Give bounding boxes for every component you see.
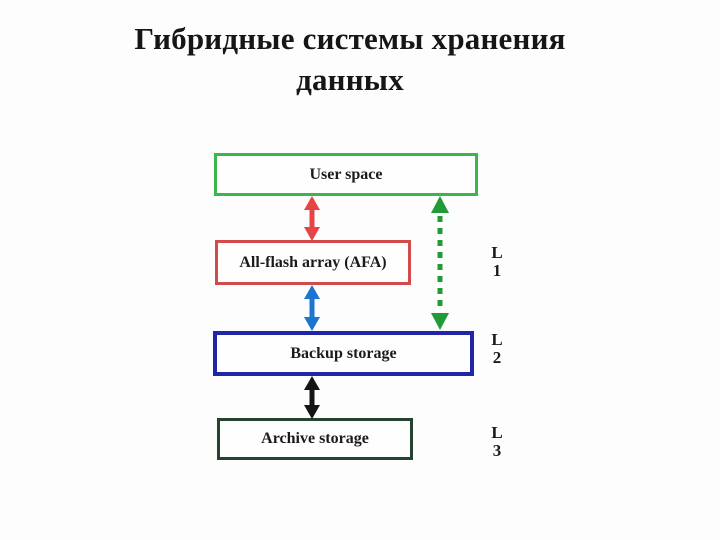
slide-title-line1: Гибридные системы хранения	[134, 21, 566, 56]
arrowhead-up	[304, 196, 320, 210]
arrowhead-down	[304, 405, 320, 419]
box-archive-storage-label: Archive storage	[261, 430, 369, 447]
arrow-user-space-backup-storage	[431, 196, 449, 330]
arrowhead-up	[304, 285, 320, 299]
level-label-l1: L 1	[480, 244, 514, 280]
arrow-user-space-afa	[304, 196, 320, 241]
arrow-backup-archive-storage	[304, 376, 320, 419]
arrowhead-up	[431, 196, 449, 213]
slide-title: Гибридные системы хранения данных	[0, 18, 700, 100]
level-l1-number: 1	[492, 261, 502, 280]
level-label-l3: L 3	[480, 424, 514, 460]
box-backup-storage-label: Backup storage	[290, 344, 397, 362]
arrow-afa-backup-storage	[304, 285, 320, 331]
level-l2-number: 2	[492, 348, 502, 367]
box-user-space-label: User space	[309, 165, 383, 183]
box-all-flash-array: All-flash array (AFA)	[215, 240, 411, 285]
arrowhead-down	[304, 227, 320, 241]
level-label-l2: L 2	[480, 331, 514, 367]
level-l2-letter: L	[491, 330, 503, 349]
level-l1-letter: L	[491, 243, 503, 262]
level-l3-number: 3	[492, 441, 502, 460]
arrowhead-down	[304, 317, 320, 331]
arrowhead-down	[431, 313, 449, 330]
arrowhead-up	[304, 376, 320, 390]
box-backup-storage: Backup storage	[213, 331, 474, 376]
box-user-space: User space	[214, 153, 478, 196]
slide-title-line2: данных	[296, 62, 404, 97]
level-l3-letter: L	[491, 423, 503, 442]
box-all-flash-array-label: All-flash array (AFA)	[239, 253, 387, 271]
box-archive-storage: Archive storage	[217, 418, 413, 460]
